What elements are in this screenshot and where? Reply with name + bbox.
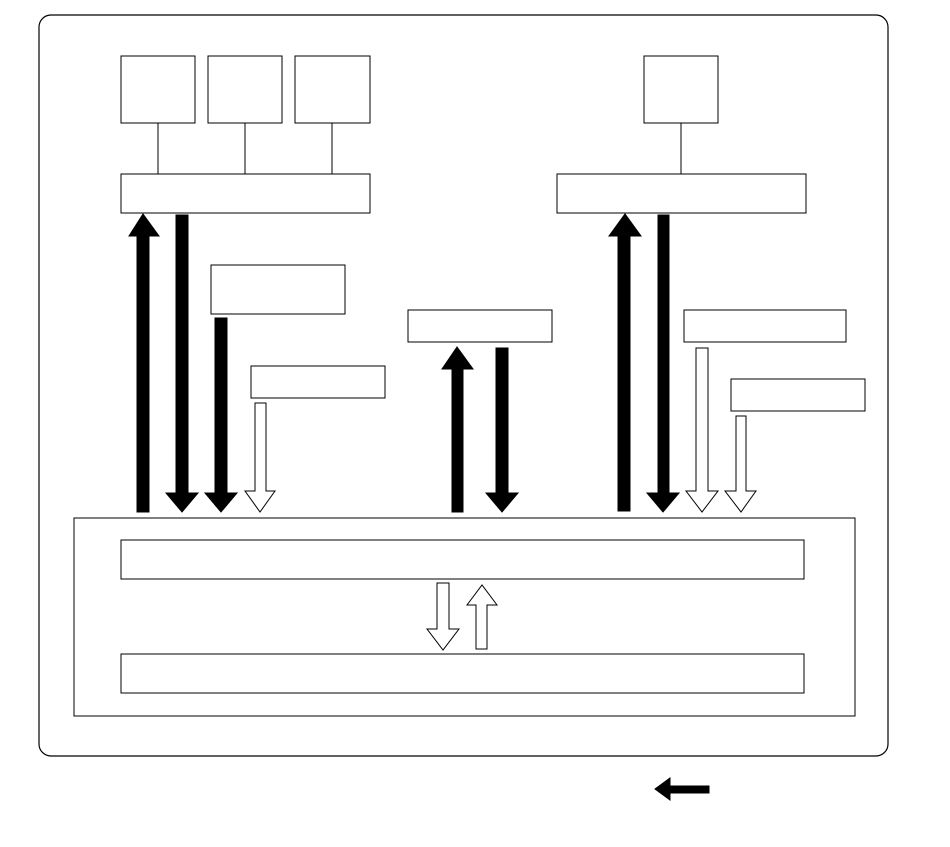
left-arrow-indicator — [654, 777, 710, 801]
right-bus-bar — [556, 173, 807, 214]
solid-down-arrow-left-1 — [164, 214, 200, 513]
hollow-up-arrow-lower — [466, 584, 498, 650]
side-box-left-2 — [250, 365, 386, 399]
solid-up-arrow-left — [128, 213, 160, 513]
lower-bar-lower — [120, 653, 805, 694]
top-block-2 — [207, 55, 283, 124]
hollow-down-arrow-lower — [425, 582, 461, 651]
side-box-left-1 — [210, 264, 346, 315]
side-box-center — [407, 309, 553, 343]
top-block-3 — [294, 55, 371, 124]
lower-bar-upper — [120, 539, 805, 580]
hollow-down-arrow-right-2 — [723, 415, 757, 513]
side-box-right-2 — [730, 378, 866, 412]
left-bus-bar — [120, 173, 371, 214]
solid-down-arrow-left-2 — [203, 317, 239, 513]
solid-up-arrow-center — [441, 346, 474, 513]
hollow-down-arrow-right-1 — [684, 347, 720, 513]
solid-down-arrow-right — [645, 214, 681, 513]
solid-up-arrow-right — [608, 213, 642, 512]
solid-down-arrow-center — [484, 347, 520, 513]
top-block-4 — [643, 55, 719, 124]
side-box-right-1 — [683, 309, 847, 343]
top-block-1 — [120, 55, 196, 124]
hollow-down-arrow-left — [244, 402, 276, 513]
